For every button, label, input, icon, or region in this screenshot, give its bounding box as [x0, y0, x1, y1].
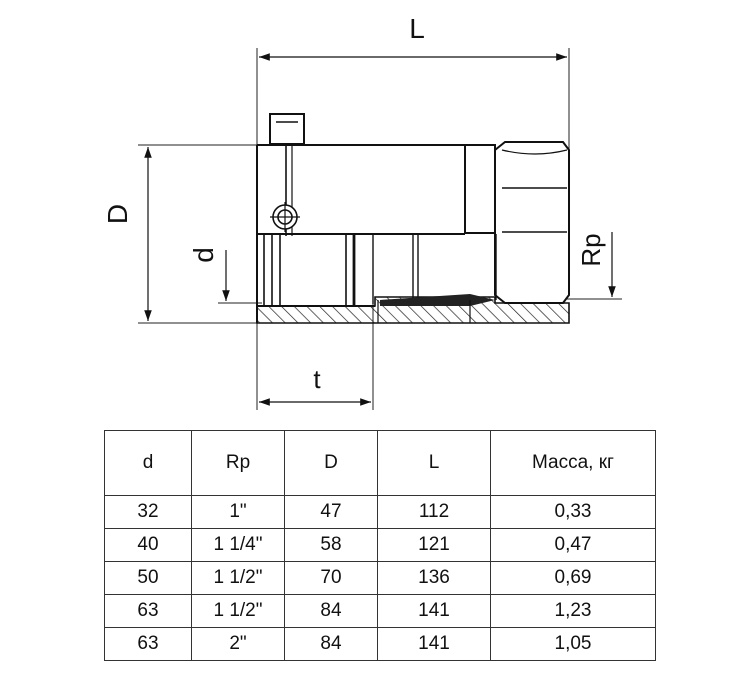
table-row: 32 1" 47 112 0,33	[104, 495, 656, 529]
cell-L: 121	[377, 528, 491, 562]
fitting-body	[256, 113, 570, 324]
cell-mass: 1,23	[490, 594, 656, 628]
header-mass: Масса, кг	[490, 430, 656, 496]
table-row: 63 1 1/2" 84 141 1,23	[104, 594, 656, 628]
cell-d: 50	[104, 561, 192, 595]
dimension-t: t	[256, 238, 374, 410]
cell-rp: 1 1/2"	[191, 561, 285, 595]
pipe-wall-section	[256, 296, 570, 324]
cell-D: 47	[284, 495, 378, 529]
table-header-row: d Rp D L Масса, кг	[104, 430, 656, 496]
cell-rp: 1 1/4"	[191, 528, 285, 562]
cell-rp: 2"	[191, 627, 285, 661]
cell-D: 84	[284, 594, 378, 628]
table-row: 63 2" 84 141 1,05	[104, 627, 656, 661]
header-L: L	[377, 430, 491, 496]
cell-mass: 1,05	[490, 627, 656, 661]
dimension-Rp: Rp	[565, 232, 622, 300]
table-row: 50 1 1/2" 70 136 0,69	[104, 561, 656, 595]
fitting-drawing: L D d t Rp	[102, 13, 622, 410]
cell-d: 32	[104, 495, 192, 529]
cell-rp: 1"	[191, 495, 285, 529]
label-t: t	[313, 364, 321, 394]
cell-mass: 0,47	[490, 528, 656, 562]
cell-D: 84	[284, 627, 378, 661]
cell-L: 141	[377, 627, 491, 661]
label-d: d	[188, 247, 219, 263]
cell-D: 70	[284, 561, 378, 595]
cell-mass: 0,69	[490, 561, 656, 595]
header-rp: Rp	[191, 430, 285, 496]
terminal-pin	[269, 113, 305, 145]
cell-L: 112	[377, 495, 491, 529]
header-D: D	[284, 430, 378, 496]
cell-d: 63	[104, 627, 192, 661]
spec-table: d Rp D L Масса, кг 32 1" 47 112 0,33 40 …	[104, 430, 656, 661]
label-Rp: Rp	[576, 233, 606, 266]
cell-L: 141	[377, 594, 491, 628]
dimension-d: d	[188, 247, 262, 304]
cell-d: 63	[104, 594, 192, 628]
label-D: D	[102, 204, 133, 224]
label-L: L	[409, 13, 425, 44]
terminal-symbol	[270, 202, 300, 232]
cell-D: 58	[284, 528, 378, 562]
cell-d: 40	[104, 528, 192, 562]
cell-rp: 1 1/2"	[191, 594, 285, 628]
table-row: 40 1 1/4" 58 121 0,47	[104, 528, 656, 562]
header-d: d	[104, 430, 192, 496]
cell-mass: 0,33	[490, 495, 656, 529]
cell-L: 136	[377, 561, 491, 595]
